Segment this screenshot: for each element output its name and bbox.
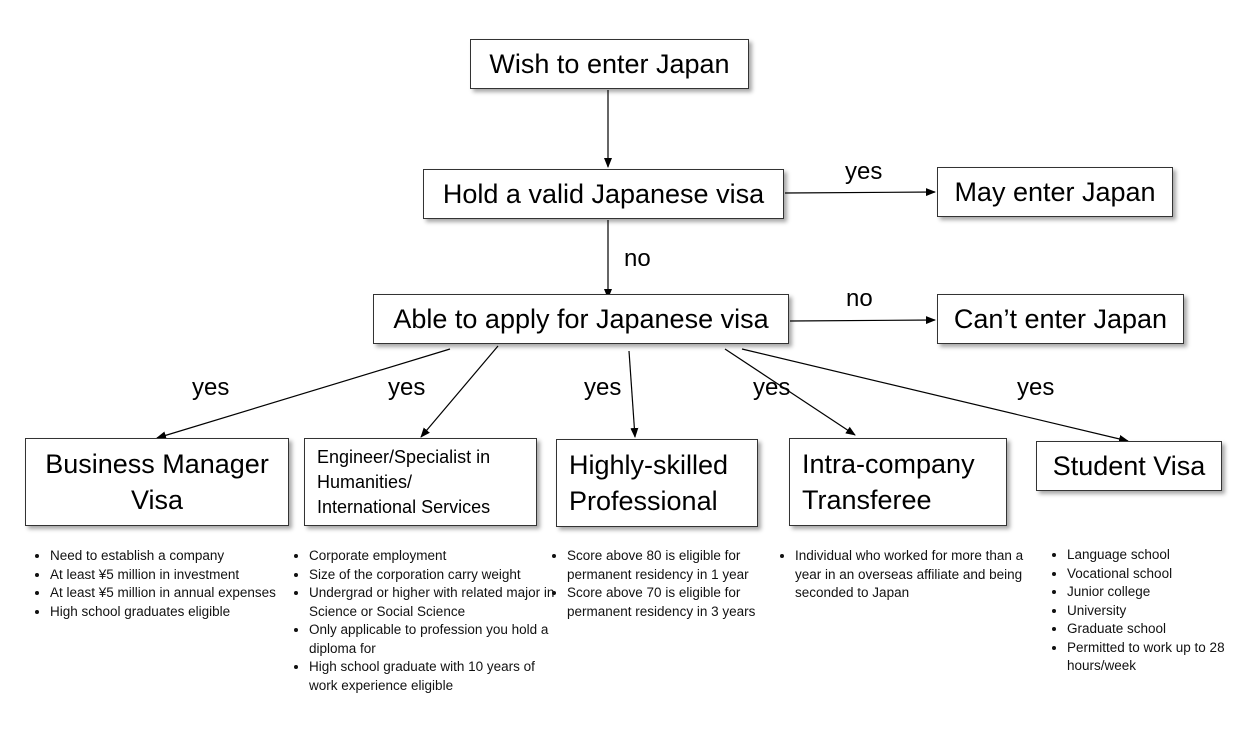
note-item: Only applicable to profession you hold a…: [309, 621, 561, 658]
arrow-able-to-engineer: [420, 345, 499, 438]
edge-label-hold-no: no: [624, 245, 651, 272]
note-item: Graduate school: [1067, 620, 1235, 639]
note-item: Language school: [1067, 546, 1235, 565]
note-item: University: [1067, 602, 1235, 621]
node-hold-valid-visa-text: Hold a valid Japanese visa: [442, 178, 765, 209]
note-item: Corporate employment: [309, 547, 561, 566]
note-item: Individual who worked for more than a ye…: [795, 547, 1040, 603]
edge-label-apply-no: no: [846, 285, 873, 312]
node-wish-to-enter-japan: Wish to enter Japan: [470, 39, 749, 89]
node-engineer-line-1: Engineer/Specialist in: [317, 446, 491, 467]
note-item: Junior college: [1067, 583, 1235, 602]
node-cant-enter-japan: Can’t enter Japan: [937, 294, 1184, 344]
node-able-to-apply-text: Able to apply for Japanese visa: [393, 303, 769, 334]
node-student-visa: Student Visa: [1036, 441, 1222, 491]
node-may-enter-japan-text: May enter Japan: [954, 176, 1156, 207]
arrow-able-to-business: [156, 348, 451, 440]
edge-label-student-yes: yes: [1017, 374, 1055, 401]
node-highly-skilled-professional-text: Highly-skilled Professional: [569, 450, 729, 516]
node-student-visa-text: Student Visa: [1052, 450, 1206, 481]
arrow-able-to-intra-company: [724, 348, 856, 436]
node-business-manager-visa: Business Manager Visa: [25, 438, 289, 526]
node-engineer-line-2: Humanities/: [317, 471, 413, 492]
node-cant-enter-japan-text: Can’t enter Japan: [953, 303, 1168, 334]
note-item: Permitted to work up to 28 hours/week: [1067, 639, 1235, 676]
node-engineer-specialist: Engineer/Specialist in Humanities/ Inter…: [304, 438, 537, 526]
notes-student-visa: Language school Vocational school Junior…: [1043, 546, 1235, 676]
arrow-able-to-highly-skilled: [628, 350, 639, 438]
edge-label-hold-yes: yes: [845, 158, 883, 185]
edge-label-intra-yes: yes: [753, 374, 791, 401]
note-item: Vocational school: [1067, 565, 1235, 584]
note-item: Score above 70 is eligible for permanent…: [567, 584, 797, 621]
node-hold-valid-visa: Hold a valid Japanese visa: [423, 169, 784, 219]
notes-intra-company: Individual who worked for more than a ye…: [771, 547, 1040, 603]
node-business-manager-visa-text: Business Manager Visa: [45, 449, 269, 515]
edge-label-business-yes: yes: [192, 374, 230, 401]
edge-label-highly-yes: yes: [584, 374, 622, 401]
notes-highly-skilled: Score above 80 is eligible for permanent…: [543, 547, 797, 621]
node-intra-company-transferee-text: Intra-company Transferee: [802, 449, 975, 515]
node-able-to-apply: Able to apply for Japanese visa: [373, 294, 789, 344]
arrow-able-to-student: [741, 348, 1129, 443]
note-item: Need to establish a company: [50, 547, 295, 566]
node-engineer-line-3: International Services: [317, 496, 491, 517]
note-item: High school graduate with 10 years of wo…: [309, 658, 561, 695]
node-highly-skilled-professional: Highly-skilled Professional: [556, 439, 758, 527]
notes-business-manager: Need to establish a company At least ¥5 …: [26, 547, 295, 621]
notes-engineer-specialist: Corporate employment Size of the corpora…: [285, 547, 561, 695]
note-item: High school graduates eligible: [50, 603, 295, 622]
note-item: Score above 80 is eligible for permanent…: [567, 547, 797, 584]
note-item: At least ¥5 million in annual expenses: [50, 584, 295, 603]
node-may-enter-japan: May enter Japan: [937, 167, 1173, 217]
node-wish-to-enter-japan-text: Wish to enter Japan: [489, 48, 730, 79]
node-intra-company-transferee: Intra-company Transferee: [789, 438, 1007, 526]
edge-label-engineer-yes: yes: [388, 374, 426, 401]
note-item: At least ¥5 million in investment: [50, 566, 295, 585]
note-item: Undergrad or higher with related major i…: [309, 584, 561, 621]
arrow-hold-to-may-enter: [784, 188, 936, 197]
note-item: Size of the corporation carry weight: [309, 566, 561, 585]
arrow-able-to-cant-enter: [789, 316, 936, 325]
